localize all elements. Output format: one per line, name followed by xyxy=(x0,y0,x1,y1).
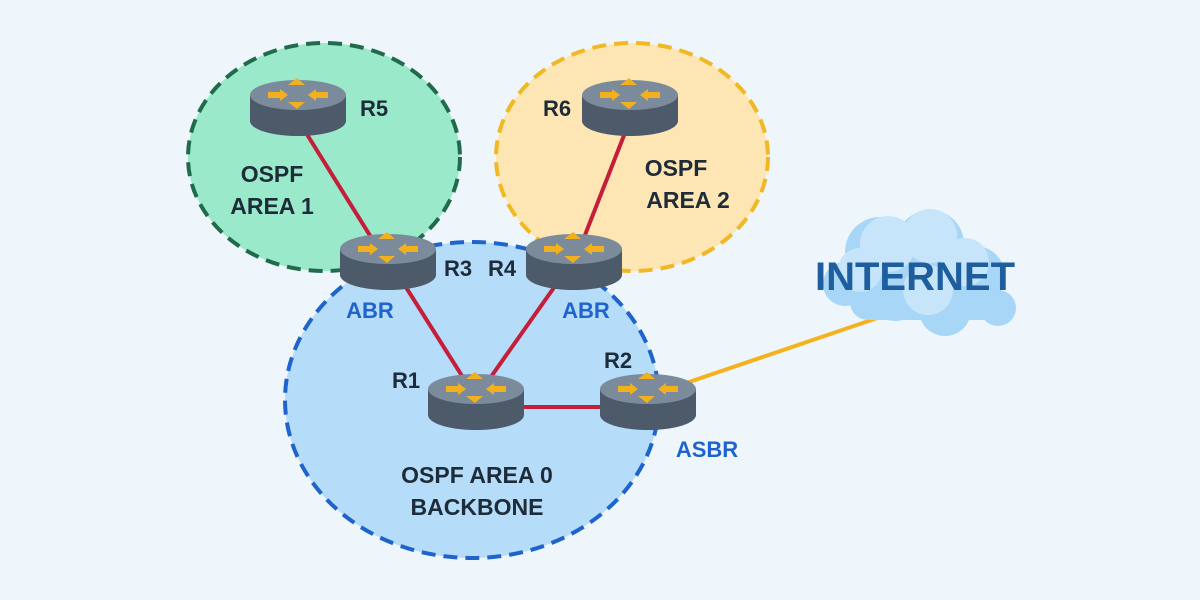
area-0-label-line2: BACKBONE xyxy=(411,494,544,520)
router-r5-label: R5 xyxy=(360,96,388,121)
router-r1-icon xyxy=(428,372,524,430)
area-1-region xyxy=(186,41,462,273)
router-r6-icon xyxy=(582,78,678,136)
router-r2-role-label: ASBR xyxy=(676,437,738,462)
area-0-label-line1: OSPF AREA 0 xyxy=(401,462,553,488)
router-r6-label: R6 xyxy=(543,96,571,121)
area-2-label-line2: AREA 2 xyxy=(646,187,730,213)
router-r3-icon xyxy=(340,232,436,290)
internet-label: INTERNET xyxy=(815,255,1015,299)
router-r4-icon xyxy=(526,232,622,290)
router-r1-label: R1 xyxy=(392,368,420,393)
internet-cloud-icon: INTERNET xyxy=(815,209,1016,336)
router-r3-label: R3 xyxy=(444,256,472,281)
router-r3-role-label: ABR xyxy=(346,298,394,323)
router-r4-role-label: ABR xyxy=(562,298,610,323)
router-r5-icon xyxy=(250,78,346,136)
area-2-region xyxy=(494,41,770,273)
area-1-label-line2: AREA 1 xyxy=(230,193,314,219)
router-r2-icon xyxy=(600,372,696,430)
link-r5-r3 xyxy=(296,118,386,260)
area-1-label-line1: OSPF xyxy=(241,161,304,187)
router-r2-label: R2 xyxy=(604,348,632,373)
area-2-label-line1: OSPF xyxy=(645,155,708,181)
router-r4-label: R4 xyxy=(488,256,517,281)
